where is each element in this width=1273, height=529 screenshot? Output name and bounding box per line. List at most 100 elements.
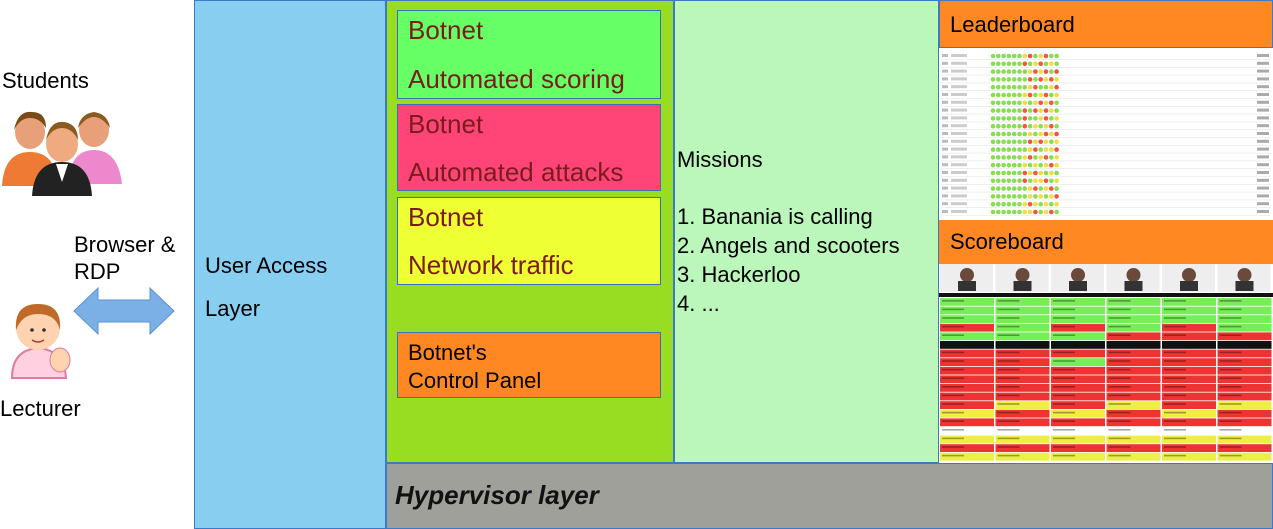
scoreboard-cell <box>1106 358 1161 366</box>
leaderboard-dot <box>1011 84 1017 90</box>
leaderboard-dot <box>990 194 996 199</box>
scoreboard-cell-text <box>1164 386 1186 388</box>
leaderboard-dot <box>990 201 996 207</box>
leaderboard-dot <box>1022 162 1028 168</box>
leaderboard-dot <box>996 100 1001 106</box>
scoreboard-cell <box>995 401 1050 409</box>
leaderboard-dot <box>1011 131 1017 137</box>
scoreboard-cell <box>1106 306 1161 315</box>
leaderboard-dot <box>1022 116 1028 121</box>
scoreboard-photo-head <box>960 268 974 282</box>
mission-item: 2. Angels and scooters <box>677 233 900 258</box>
leaderboard-team <box>951 147 967 151</box>
scoreboard-cell-text <box>997 437 1020 440</box>
leaderboard-dot <box>1054 201 1059 207</box>
leaderboard-dot <box>1027 123 1033 129</box>
leaderboard-dot <box>1022 92 1028 98</box>
scoreboard-cell <box>1106 435 1161 444</box>
leaderboard-dot <box>1038 186 1043 191</box>
scoreboard-cell <box>940 427 994 435</box>
scoreboard-cell-text <box>1108 300 1131 302</box>
leaderboard-rank <box>942 171 948 174</box>
scoreboard-cell-text <box>1219 360 1242 362</box>
scoreboard-cell <box>1217 366 1272 375</box>
scoreboard-cell-text <box>1053 454 1075 457</box>
scoreboard-cell <box>1051 315 1105 323</box>
leaderboard-score <box>1257 93 1269 96</box>
botnet-attacks-subtitle: Automated attacks <box>408 157 624 187</box>
scoreboard-cell-text <box>1164 334 1186 336</box>
scoreboard-cell-text <box>942 420 964 422</box>
scoreboard-cell-text <box>942 394 964 397</box>
leaderboard-dot <box>1022 155 1028 160</box>
leaderboard-dot <box>1043 201 1049 207</box>
leaderboard-title: Leaderboard <box>950 12 1075 37</box>
leaderboard-dot <box>1043 131 1049 137</box>
scoreboard-cell-text <box>1108 334 1131 336</box>
scoreboard-cell <box>1051 435 1105 444</box>
scoreboard-cell-text <box>1219 386 1242 388</box>
leaderboard-dot <box>1049 53 1054 59</box>
scoreboard-photo-head <box>1237 268 1252 282</box>
leaderboard-dot <box>1017 108 1022 113</box>
connection-label-line1: Browser & <box>74 232 176 257</box>
scoreboard-cell-text <box>1053 446 1075 448</box>
scoreboard-cell-text <box>942 351 964 354</box>
leaderboard-dot <box>996 116 1001 121</box>
missions-panel <box>674 0 939 463</box>
scoreboard-cell-text <box>1108 420 1131 422</box>
leaderboard-dot <box>1054 139 1059 145</box>
scoreboard-cell <box>1051 384 1105 392</box>
leaderboard-score <box>1257 116 1269 120</box>
leaderboard-dot <box>1022 178 1028 184</box>
leaderboard-dot <box>1017 209 1022 215</box>
leaderboard-dot <box>1022 186 1028 191</box>
leaderboard-team <box>951 139 967 143</box>
leaderboard-dot <box>1027 139 1033 145</box>
leaderboard-background <box>939 48 1273 220</box>
leaderboard-dot <box>1001 209 1006 215</box>
leaderboard-dot <box>1011 209 1017 215</box>
leaderboard-dot <box>1038 69 1043 74</box>
scoreboard-cell <box>940 306 994 315</box>
scoreboard-cell <box>1051 401 1105 409</box>
leaderboard-dot <box>1043 108 1049 113</box>
scoreboard-cell <box>1217 435 1272 444</box>
scoreboard-cell-text <box>1219 429 1242 431</box>
leaderboard-dot <box>1027 100 1033 106</box>
control-panel-box: Botnet's Control Panel <box>397 332 661 398</box>
leaderboard-dot <box>1049 84 1054 90</box>
scoreboard-cell-text <box>1108 325 1131 328</box>
scoreboard-cell-text <box>1219 368 1242 371</box>
scoreboard-title: Scoreboard <box>950 229 1064 254</box>
leaderboard-dot <box>1017 77 1022 82</box>
scoreboard-cell <box>1106 341 1161 349</box>
scoreboard-cell <box>1217 401 1272 409</box>
scoreboard-cell <box>1217 444 1272 452</box>
scoreboard-cell-text <box>1164 403 1186 405</box>
scoreboard-cell-text <box>1108 411 1131 414</box>
leaderboard-dot <box>1027 69 1033 74</box>
scoreboard-cell-text <box>1164 317 1186 319</box>
scoreboard-cell <box>1106 349 1161 358</box>
leaderboard-dot <box>1054 186 1059 191</box>
leaderboard-dot <box>1043 139 1049 145</box>
leaderboard-header <box>939 0 1273 48</box>
scoreboard-cell-text <box>997 394 1020 397</box>
leaderboard-dot <box>1011 178 1017 184</box>
scoreboard-cell <box>1162 366 1216 375</box>
leaderboard-dot <box>1033 139 1038 145</box>
scoreboard-cell-text <box>997 351 1020 354</box>
scoreboard-cell-text <box>1164 360 1186 362</box>
scoreboard-cell-text <box>942 411 964 414</box>
scoreboard-cell <box>1051 332 1105 341</box>
scoreboard-cell <box>940 332 994 341</box>
scoreboard-cell-text <box>1053 334 1075 336</box>
leaderboard-dot <box>1017 155 1022 160</box>
botnet-attacks-box: Botnet Automated attacks <box>397 104 661 191</box>
leaderboard-dot <box>1011 100 1017 106</box>
botnet-traffic-subtitle: Network traffic <box>408 250 574 280</box>
leaderboard-dot <box>1001 178 1006 184</box>
scoreboard-cell <box>1217 358 1272 366</box>
leaderboard-dot <box>1001 139 1006 145</box>
